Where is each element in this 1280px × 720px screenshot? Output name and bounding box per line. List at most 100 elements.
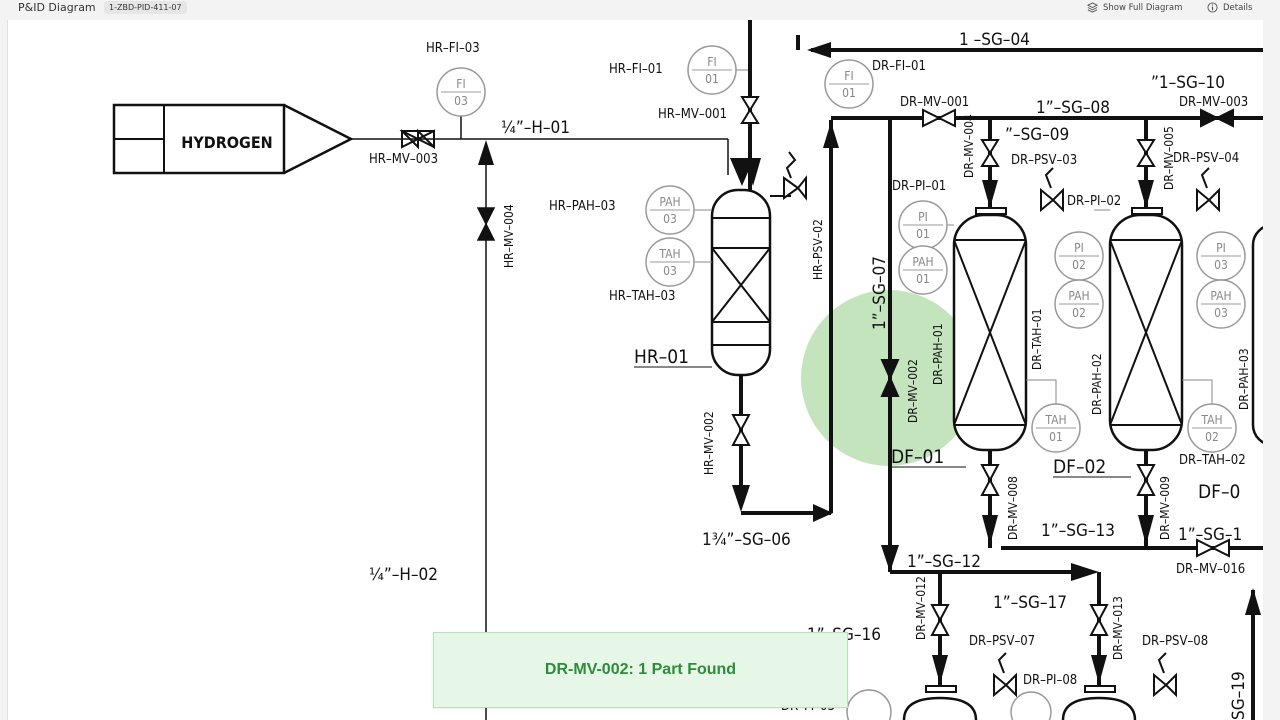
label-hr-psv-02: HR–PSV–02 bbox=[811, 219, 825, 280]
vessel-df-02[interactable] bbox=[1108, 213, 1184, 452]
inst-hr-tah-bottom: 03 bbox=[663, 264, 677, 278]
inst-pi01-bottom: 01 bbox=[916, 227, 930, 241]
valve-hr-mv-004[interactable] bbox=[476, 207, 496, 241]
instrument-hr-pah-03[interactable]: PAH 03 bbox=[645, 185, 712, 235]
instrument-dr-pi-02[interactable]: PI 02 bbox=[1054, 209, 1110, 281]
label-hr-fi-03: HR–FI–03 bbox=[426, 41, 480, 56]
vessel-df-05[interactable] bbox=[1061, 696, 1137, 720]
label-vessel-hr-01: HR–01 bbox=[634, 346, 689, 368]
instrument-dr-pi-01[interactable]: PI 01 bbox=[898, 200, 954, 250]
label-dr-mv-001: DR–MV–001 bbox=[900, 95, 969, 110]
instrument-dr-pah-01[interactable]: PAH 01 bbox=[898, 245, 948, 295]
instrument-dr-tah-01[interactable]: TAH 01 bbox=[1026, 379, 1081, 453]
vessel-df-03[interactable] bbox=[1251, 225, 1264, 445]
label-dr-mv-016: DR–MV–016 bbox=[1176, 562, 1245, 577]
label-dr-psv-04: DR–PSV–04 bbox=[1173, 151, 1239, 166]
valve-dr-psv-07[interactable] bbox=[993, 652, 1017, 698]
search-result-toast[interactable]: DR-MV-002: 1 Part Found bbox=[433, 632, 848, 708]
instrument-dr-fi-01[interactable]: FI 01 bbox=[824, 59, 874, 109]
label-line-sg08: 1”–SG–08 bbox=[1036, 98, 1110, 118]
valve-dr-mv-013[interactable] bbox=[1089, 604, 1109, 636]
inst-pi03-top: PI bbox=[1216, 241, 1226, 255]
inst-tah02-bottom: 02 bbox=[1205, 430, 1219, 444]
inst-pah03-top: PAH bbox=[1210, 289, 1231, 303]
label-line-sg12: 1”–SG–12 bbox=[907, 552, 981, 572]
label-hr-mv-001: HR–MV–001 bbox=[658, 107, 727, 122]
instrument-dr-fi-03[interactable] bbox=[846, 689, 892, 720]
instrument-dr-pah-02[interactable]: PAH 02 bbox=[1054, 279, 1104, 329]
valve-hr-psv-02[interactable] bbox=[770, 151, 807, 201]
valve-hr-mv-001[interactable] bbox=[740, 96, 760, 124]
label-dr-fi-01: DR–FI–01 bbox=[872, 59, 926, 74]
pid-drawing[interactable]: HYDROGEN HR–MV–003 ¼”–H–01 HR–FI–03 ¼”–H… bbox=[8, 20, 1264, 720]
valve-hr-mv-003[interactable] bbox=[399, 128, 435, 150]
label-dr-pi-01: DR–PI–01 bbox=[892, 179, 946, 194]
valve-dr-mv-005[interactable] bbox=[1136, 139, 1156, 167]
label-dr-mv-008: DR–MV–008 bbox=[1006, 476, 1020, 540]
valve-dr-mv-001[interactable] bbox=[922, 108, 956, 128]
valve-dr-mv-009[interactable] bbox=[1136, 464, 1156, 496]
label-vessel-df-01: DF–01 bbox=[891, 446, 944, 468]
inst-fi03-top: FI bbox=[456, 77, 465, 91]
inst-fi03-bottom: 03 bbox=[454, 94, 468, 108]
inst-hr-pah-bottom: 03 bbox=[663, 212, 677, 226]
valve-dr-psv-08[interactable] bbox=[1153, 652, 1177, 698]
label-dr-psv-03: DR–PSV–03 bbox=[1011, 153, 1077, 168]
label-dr-mv-005: DR–MV–005 bbox=[1162, 126, 1176, 190]
vessel-df-01[interactable] bbox=[952, 213, 1028, 452]
valve-dr-mv-002[interactable] bbox=[880, 359, 900, 397]
label-dr-tah-02: DR–TAH–02 bbox=[1179, 453, 1246, 468]
inst-pah02-top: PAH bbox=[1068, 289, 1089, 303]
valve-dr-mv-012[interactable] bbox=[930, 604, 950, 636]
label-dr-psv-07: DR–PSV–07 bbox=[969, 634, 1035, 649]
instrument-hr-fi-03[interactable]: FI 03 bbox=[436, 67, 486, 117]
label-dr-pah-01: DR–PAH–01 bbox=[931, 323, 945, 385]
inst-dr-fi-top: FI bbox=[844, 69, 853, 83]
valve-dr-mv-016[interactable] bbox=[1196, 538, 1230, 558]
inst-pah03-bottom: 03 bbox=[1214, 306, 1228, 320]
label-vessel-df-03: DF–0 bbox=[1198, 481, 1240, 503]
valve-dr-psv-04[interactable] bbox=[1196, 167, 1220, 213]
details-label: Details bbox=[1223, 2, 1253, 13]
label-hr-mv-002: HR–MV–002 bbox=[702, 411, 716, 475]
valve-dr-psv-03[interactable] bbox=[1040, 167, 1064, 213]
inst-hr-pah-top: PAH bbox=[659, 195, 680, 209]
valve-dr-mv-008[interactable] bbox=[980, 464, 1000, 496]
instrument-dr-pah-03[interactable]: PAH 03 bbox=[1196, 279, 1246, 329]
valve-hr-mv-002[interactable] bbox=[731, 414, 751, 446]
label-dr-mv-012: DR–MV–012 bbox=[914, 576, 928, 640]
label-line-h01: ¼”–H–01 bbox=[501, 118, 570, 138]
vessel-df-04[interactable] bbox=[902, 696, 978, 720]
diagram-canvas[interactable]: HYDROGEN HR–MV–003 ¼”–H–01 HR–FI–03 ¼”–H… bbox=[7, 20, 1264, 720]
instrument-dr-pi-03[interactable]: PI 03 bbox=[1196, 231, 1246, 281]
label-line-sg10: ”1–SG–10 bbox=[1151, 73, 1225, 93]
label-dr-psv-08: DR–PSV–08 bbox=[1142, 634, 1208, 649]
label-line-sg06: 1¾”–SG–06 bbox=[702, 530, 791, 550]
label-dr-pah-02: DR–PAH–02 bbox=[1090, 353, 1104, 415]
toast-message: DR-MV-002: 1 Part Found bbox=[544, 661, 737, 678]
label-line-h02: ¼”–H–02 bbox=[369, 565, 438, 585]
inst-hr-tah-top: TAH bbox=[658, 247, 680, 261]
label-dr-pi-02: DR–PI–02 bbox=[1067, 194, 1121, 209]
label-hr-tah-03: HR–TAH–03 bbox=[609, 289, 675, 304]
instrument-hr-fi-01[interactable]: FI 01 bbox=[687, 45, 750, 95]
inst-pah01-top: PAH bbox=[912, 255, 933, 269]
label-line-sg17: 1”–SG–17 bbox=[993, 593, 1067, 613]
label-dr-mv-009: DR–MV–009 bbox=[1158, 476, 1172, 540]
details-button[interactable]: Details bbox=[1207, 2, 1252, 13]
show-full-diagram-button[interactable]: Show Full Diagram bbox=[1087, 2, 1182, 13]
label-vessel-df-02: DF–02 bbox=[1053, 456, 1106, 478]
hydrogen-source[interactable]: HYDROGEN bbox=[112, 103, 354, 175]
vessel-hr-01[interactable] bbox=[710, 188, 772, 377]
valve-dr-mv-004[interactable] bbox=[980, 139, 1000, 167]
inst-fi01-top: FI bbox=[707, 55, 716, 69]
instrument-hr-tah-03[interactable]: TAH 03 bbox=[645, 237, 712, 287]
inst-pi02-top: PI bbox=[1074, 241, 1084, 255]
show-full-diagram-label: Show Full Diagram bbox=[1103, 2, 1183, 13]
valve-dr-mv-003[interactable] bbox=[1200, 108, 1234, 128]
label-line-sg09: ”–SG–09 bbox=[1005, 125, 1069, 145]
instrument-dr-tah-02[interactable]: TAH 02 bbox=[1182, 379, 1237, 453]
label-dr-mv-003: DR–MV–003 bbox=[1179, 95, 1248, 110]
right-gutter bbox=[1263, 20, 1280, 720]
instrument-dr-pi-08[interactable] bbox=[1010, 691, 1052, 720]
